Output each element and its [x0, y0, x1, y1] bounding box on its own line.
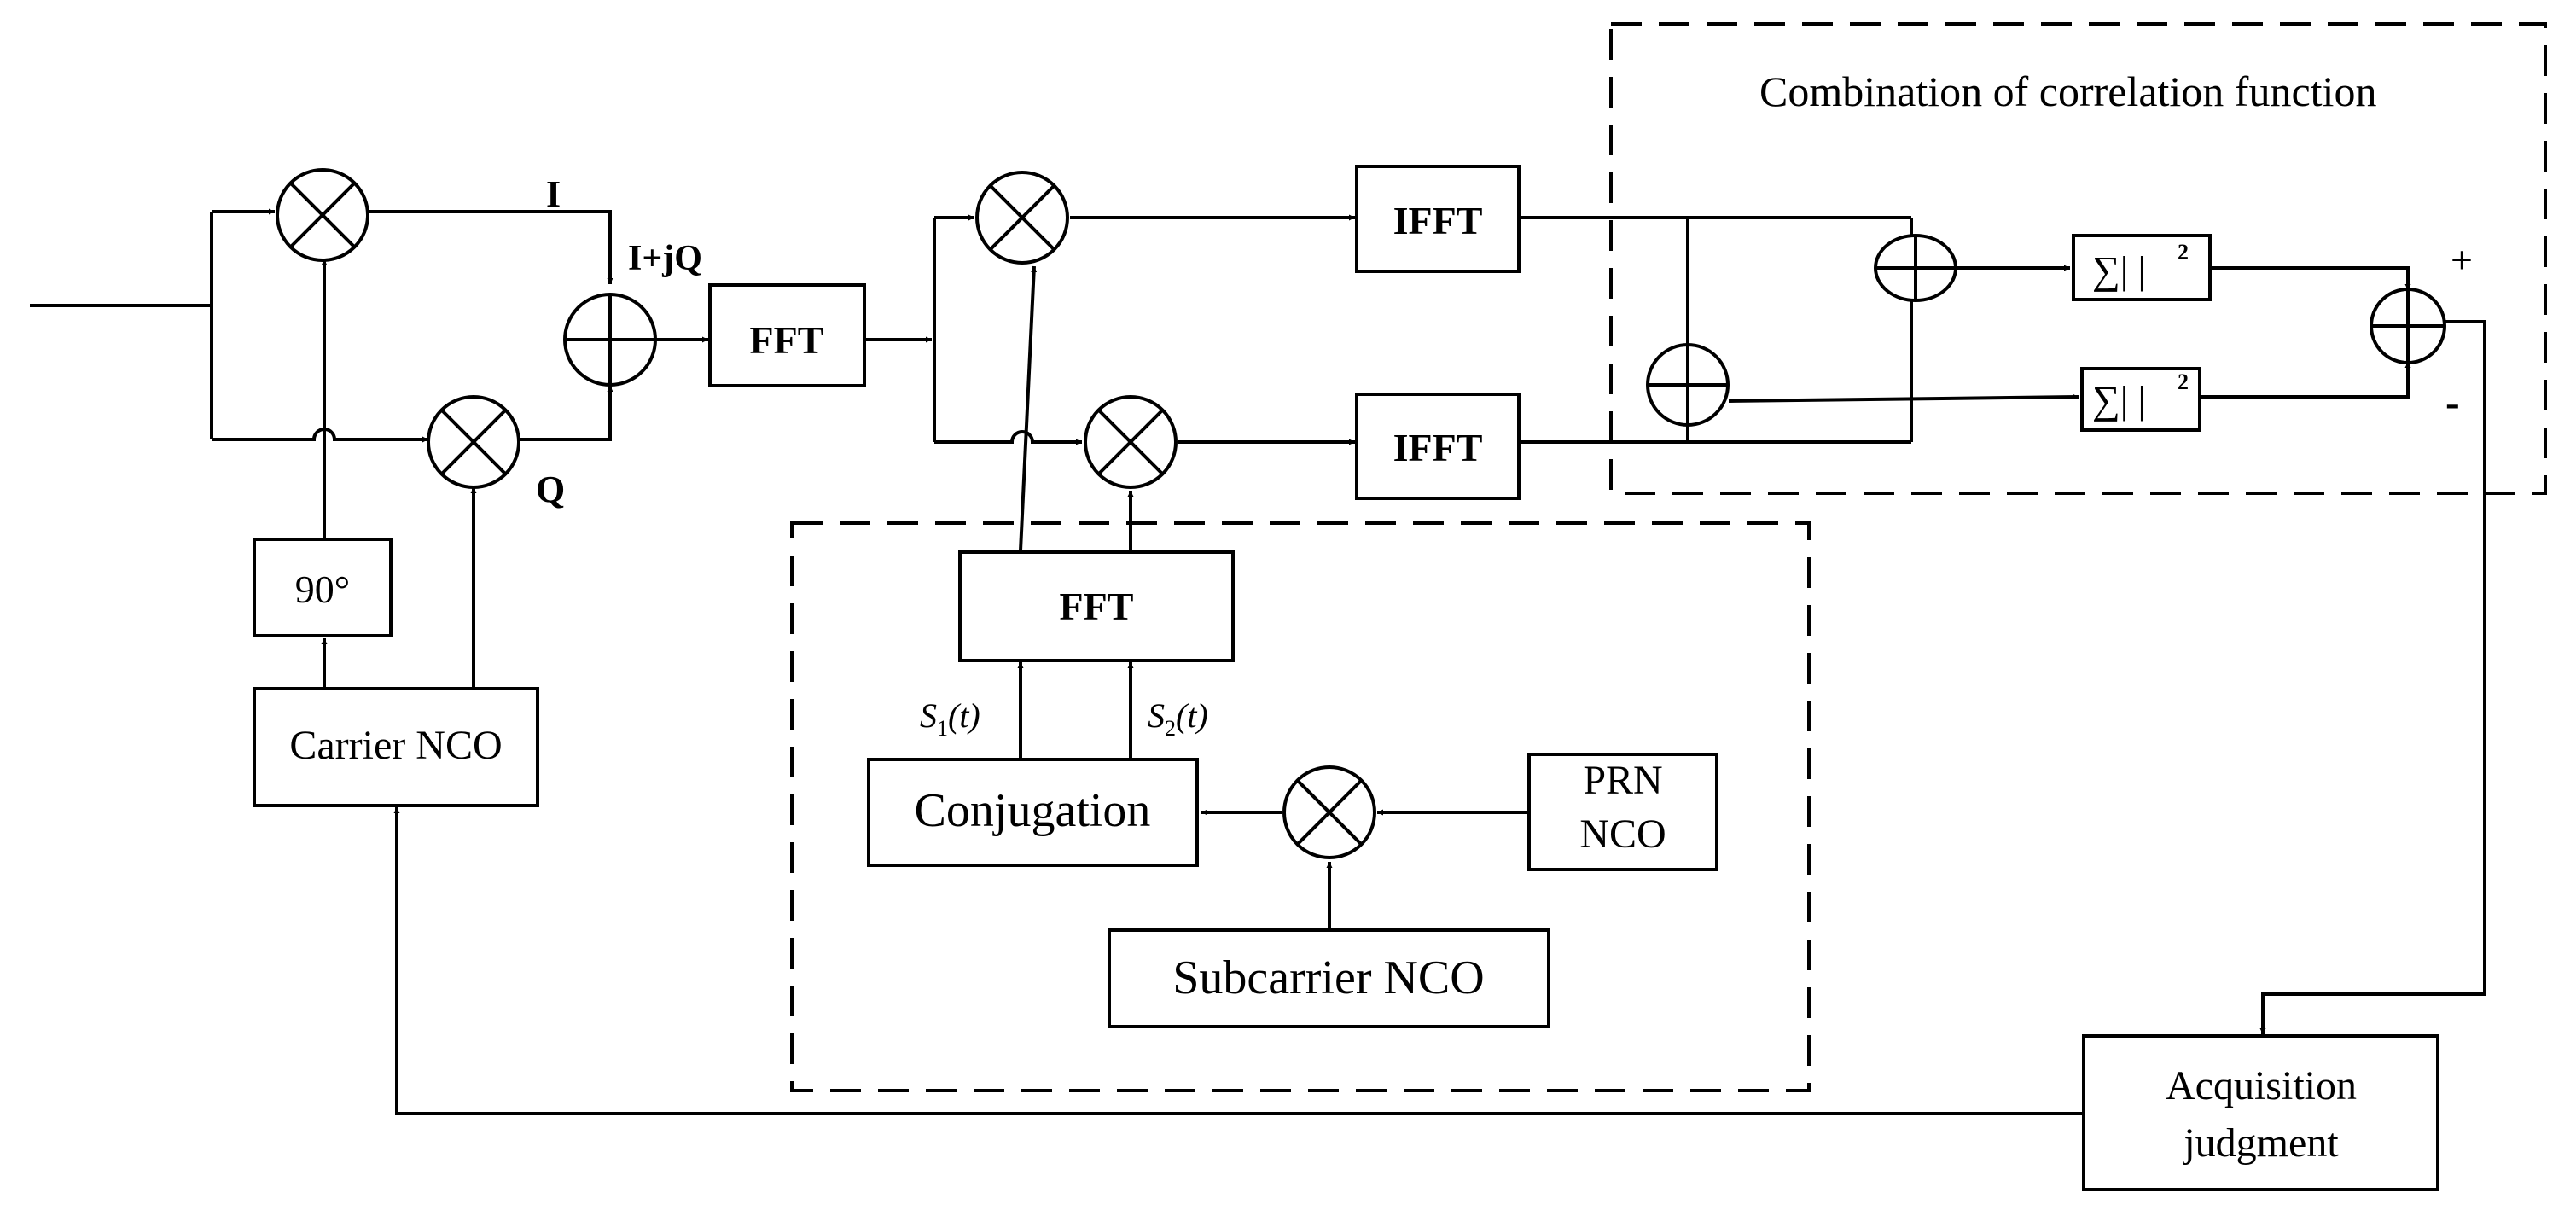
prn-label-line2: NCO: [1579, 812, 1666, 857]
diff-adder: [1646, 343, 1730, 427]
local-signal-region: [790, 521, 1811, 1092]
s1-label: S1(t): [920, 696, 980, 741]
signal-wires: [30, 208, 2486, 1115]
label-q: Q: [536, 468, 565, 510]
conjugation-box: [867, 758, 1199, 867]
combination-region: [1609, 22, 2547, 495]
label-i: I: [546, 173, 561, 215]
i-mixer: [276, 168, 369, 262]
ifft-top-box: [1355, 165, 1521, 273]
label-i-jq: I+jQ: [628, 239, 702, 278]
final-adder: [2370, 288, 2446, 364]
bottom-freq-mixer: [1084, 395, 1178, 489]
iq-adder: [563, 293, 657, 387]
carrier-nco-box: [253, 687, 539, 807]
sum-adder: [1874, 234, 1957, 302]
subcarrier-nco-box: [1108, 928, 1550, 1028]
combination-title: Combination of correlation function: [1759, 67, 2376, 115]
acquisition-label-line1: Acquisition: [2166, 1063, 2357, 1108]
conjugation-label: Conjugation: [915, 784, 1151, 837]
sum-square-top-label: ∑| |: [2092, 248, 2146, 292]
acquisition-label-line2: judgment: [2182, 1120, 2339, 1166]
sum-square-bottom-label: ∑| |: [2092, 378, 2146, 422]
code-subcarrier-mixer: [1282, 765, 1376, 859]
minus-sign: -: [2445, 378, 2460, 426]
sum-square-top-box: [2072, 234, 2212, 301]
local-fft-label: FFT: [1060, 585, 1134, 628]
plus-sign: +: [2451, 238, 2473, 282]
sum-square-bottom-exp: 2: [2178, 369, 2189, 394]
ifft-bottom-label: IFFT: [1393, 426, 1483, 469]
top-freq-mixer: [975, 171, 1069, 265]
subcarrier-nco-label: Subcarrier NCO: [1172, 951, 1484, 1004]
prn-label-line1: PRN: [1583, 758, 1662, 803]
sum-square-top-exp: 2: [2178, 240, 2189, 265]
fft-main-label: FFT: [750, 318, 824, 362]
ifft-bottom-box: [1355, 393, 1521, 500]
sum-square-bottom-box: [2080, 367, 2201, 432]
local-fft-box: [958, 550, 1235, 662]
s2-label: S2(t): [1148, 696, 1208, 741]
acquisition-box: [2082, 1034, 2439, 1191]
carrier-nco-label: Carrier NCO: [289, 723, 502, 768]
fft-main-box: [708, 283, 866, 387]
ninety-label: 90°: [295, 567, 350, 611]
ninety-degree-box: [253, 538, 393, 637]
ifft-top-label: IFFT: [1393, 199, 1483, 242]
q-mixer: [427, 395, 520, 489]
prn-nco-box: [1527, 753, 1718, 871]
